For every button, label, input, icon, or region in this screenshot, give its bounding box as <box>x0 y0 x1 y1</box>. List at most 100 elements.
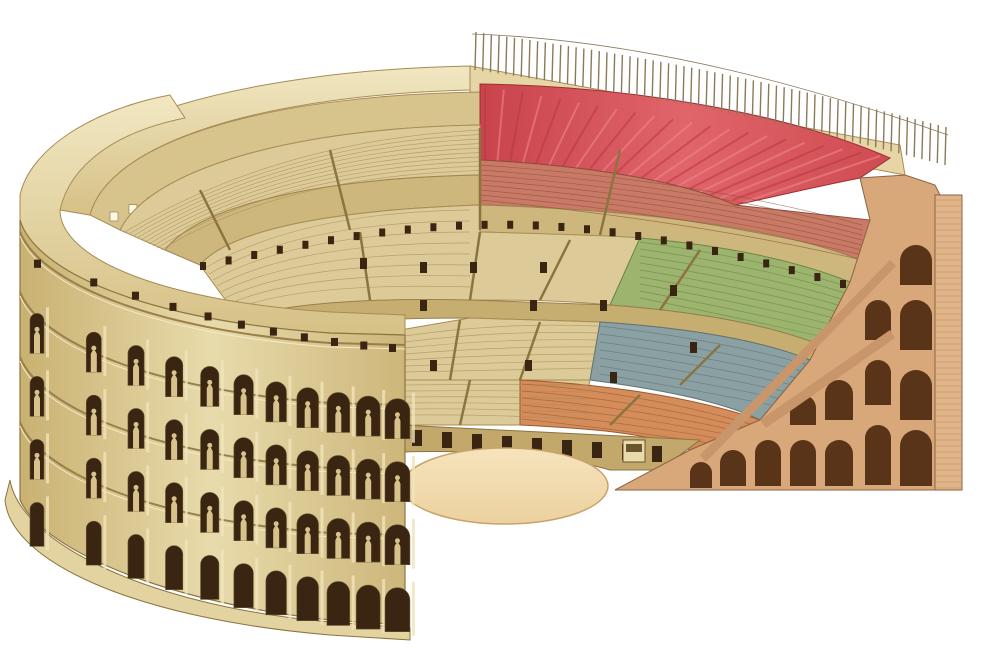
arch-icon <box>29 502 45 547</box>
arch-icon <box>900 300 932 350</box>
statue-head <box>34 389 40 395</box>
pilaster <box>382 453 386 504</box>
pilaster <box>351 386 355 437</box>
pilaster <box>320 444 324 495</box>
awning-icon <box>707 145 824 197</box>
seat-rows <box>124 129 863 450</box>
mast-rope <box>471 33 949 136</box>
mast-icon <box>759 82 762 121</box>
pilaster <box>103 326 107 377</box>
arch-icon <box>525 360 532 371</box>
seat-row <box>404 414 589 421</box>
mast-icon <box>874 109 878 148</box>
pilaster <box>146 465 150 516</box>
seat-row <box>404 360 599 367</box>
statue-head <box>365 409 371 415</box>
attic-window <box>90 278 98 287</box>
pilaster <box>255 368 259 419</box>
statue-icon <box>206 447 213 470</box>
gallery-window <box>200 262 206 270</box>
statue-head <box>305 401 311 407</box>
seat-row <box>599 325 806 365</box>
seat-row <box>132 138 481 237</box>
arch-icon <box>690 342 697 353</box>
gallery-window <box>251 251 258 260</box>
pilaster <box>255 494 259 545</box>
mast-icon <box>805 92 809 131</box>
pilaster <box>184 539 188 594</box>
pilaster <box>220 549 224 604</box>
statue-head <box>133 484 139 490</box>
pilaster <box>288 564 292 619</box>
arch-icon <box>420 262 427 273</box>
gallery-window <box>635 232 642 241</box>
statue-head <box>394 538 400 544</box>
mast-icon <box>582 48 585 87</box>
pilaster <box>351 449 355 500</box>
gallery-window <box>712 247 718 256</box>
mast-icon <box>836 99 839 138</box>
seat-row <box>479 189 863 251</box>
pilaster <box>382 390 386 441</box>
statue-head <box>241 388 247 394</box>
statue-head <box>207 379 213 385</box>
mast-icon <box>471 31 949 166</box>
mast-icon <box>620 54 624 93</box>
stairway <box>679 344 721 386</box>
gallery-window <box>507 220 514 229</box>
mast-icon <box>697 69 701 108</box>
statue-icon <box>34 331 40 354</box>
statue-head <box>335 405 341 411</box>
gallery-window <box>788 266 795 275</box>
arch-icon <box>900 245 932 285</box>
attic-window <box>34 259 41 268</box>
statue-head <box>241 451 247 457</box>
gallery-window <box>609 228 616 237</box>
mast-icon <box>743 78 747 117</box>
pilaster <box>220 423 224 474</box>
mast-icon <box>828 98 832 137</box>
seat-row <box>152 161 481 247</box>
cornice-highlight <box>19 235 406 350</box>
mast-icon <box>535 41 539 80</box>
mast-icon <box>643 58 647 98</box>
attic-window <box>360 341 368 350</box>
pilaster <box>220 360 224 411</box>
arch-icon <box>825 440 853 486</box>
statue-head <box>365 472 371 478</box>
seat-row <box>479 174 863 236</box>
arch-icon <box>165 545 184 591</box>
statue-head <box>365 535 371 541</box>
statue-icon <box>365 414 372 437</box>
mast-icon <box>497 35 500 74</box>
mast-icon <box>520 38 523 77</box>
awning-icon <box>732 151 862 201</box>
statue-head <box>171 433 177 439</box>
statue-icon <box>304 405 311 428</box>
attic-window <box>204 312 212 321</box>
statue-icon <box>240 455 247 478</box>
mast-icon <box>636 57 639 96</box>
awning-icon <box>496 89 505 163</box>
seat-row <box>208 220 471 275</box>
statue-head <box>273 521 279 527</box>
statue-head <box>34 452 40 458</box>
arch-icon <box>326 581 350 626</box>
arch-icon <box>430 360 437 371</box>
mast-icon <box>728 75 731 114</box>
arch-icon <box>900 370 932 420</box>
arch-icon <box>540 262 547 273</box>
awning-icon <box>608 118 674 181</box>
pilaster <box>411 455 415 506</box>
pilaster <box>351 512 355 563</box>
arch-icon <box>690 462 712 488</box>
velarium-folds <box>484 86 881 203</box>
statue-head <box>305 464 311 470</box>
pilaster <box>103 452 107 503</box>
arena-floor <box>401 447 609 525</box>
seat-row <box>404 408 589 414</box>
mast-icon <box>566 46 570 85</box>
brick-courses <box>936 199 961 489</box>
statue-head <box>273 395 279 401</box>
